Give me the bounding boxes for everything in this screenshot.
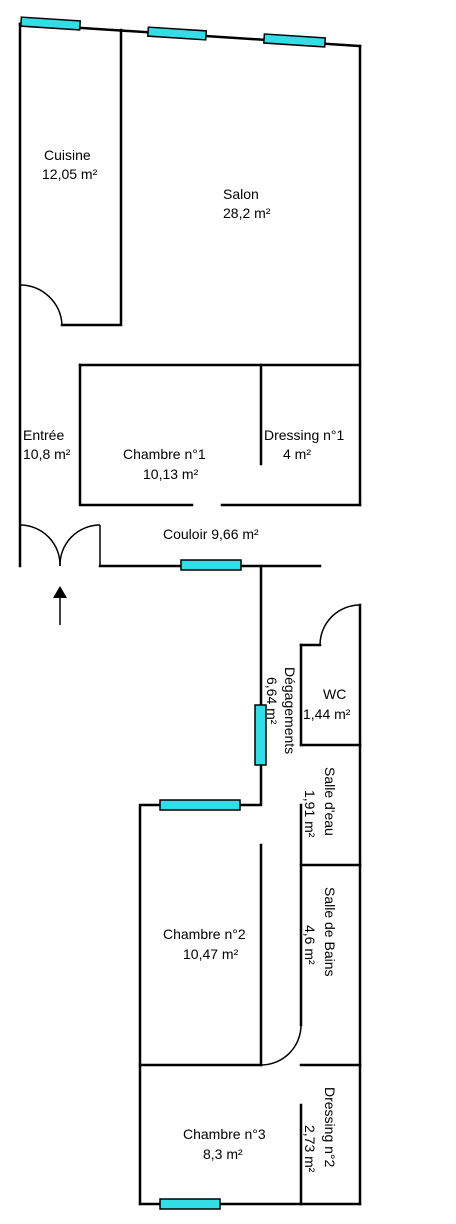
room-name-degagements: Dégagements — [282, 667, 298, 754]
room-area-chambre1: 10,13 m² — [143, 466, 199, 482]
room-name-entree: Entrée — [23, 427, 64, 443]
window-corridor — [180, 559, 242, 571]
room-name-dressing1: Dressing n°1 — [264, 427, 345, 443]
windows — [20, 16, 327, 1210]
window-living-1 — [147, 26, 208, 41]
walls — [18, 22, 362, 1206]
wall-bedroom1-left — [78, 363, 194, 507]
room-area-dressing1: 4 m² — [283, 446, 311, 462]
window-kitchen — [20, 16, 82, 31]
window-degagement — [254, 704, 267, 766]
window-bedroom3 — [159, 1198, 221, 1210]
room-name-couloir: Couloir 9,66 m² — [163, 526, 259, 542]
room-area-chambre3: 8,3 m² — [203, 1146, 243, 1162]
room-area-salle-eau: 1,91 m² — [302, 790, 318, 838]
room-area-chambre2: 10,47 m² — [183, 946, 239, 962]
room-area-salon: 28,2 m² — [223, 205, 271, 221]
room-area-dressing2: 2,73 m² — [302, 1125, 318, 1173]
room-name-dressing2: Dressing n°2 — [322, 1087, 338, 1168]
labels: Cuisine 12,05 m² Salon 28,2 m² Entrée 10… — [23, 147, 351, 1173]
room-area-degagements: 6,64 m² — [264, 677, 280, 725]
room-name-wc: WC — [323, 686, 346, 702]
room-name-salle-bains: Salle de Bains — [322, 887, 338, 977]
window-bedroom2 — [159, 799, 241, 811]
kitchen-door-arc — [19, 284, 63, 326]
room-area-salle-bains: 4,6 m² — [302, 925, 318, 965]
room-name-salon: Salon — [223, 186, 259, 202]
room-name-chambre2: Chambre n°2 — [163, 926, 246, 942]
room-name-chambre1: Chambre n°1 — [123, 446, 206, 462]
bathroom-door-arc — [260, 1024, 302, 1066]
wall-kitchen-right — [60, 28, 123, 327]
room-area-wc: 1,44 m² — [303, 706, 351, 722]
room-area-cuisine: 12,05 m² — [42, 166, 98, 182]
window-living-2 — [263, 33, 327, 48]
room-area-entree: 10,8 m² — [23, 446, 71, 462]
wall-degagement-left — [138, 564, 263, 1206]
wc-door-arc — [319, 604, 361, 646]
room-name-cuisine: Cuisine — [44, 147, 91, 163]
entrance-door-right-arc — [59, 524, 101, 567]
room-name-salle-eau: Salle d'eau — [322, 767, 338, 836]
room-name-chambre3: Chambre n°3 — [183, 1126, 266, 1142]
entrance-arrow-head — [53, 586, 67, 598]
entrance-door-left-arc — [19, 524, 61, 567]
doors — [19, 284, 361, 1066]
